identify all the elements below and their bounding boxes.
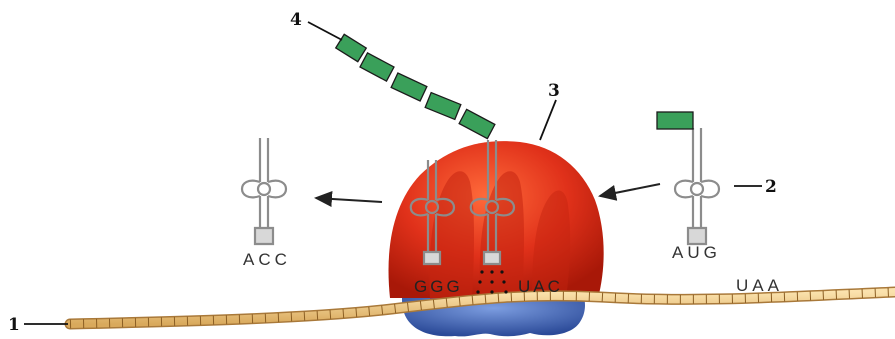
codon-ribosome-left: GGG <box>414 277 463 296</box>
polypeptide-chain <box>336 34 495 138</box>
label-mrna: 1 <box>8 315 20 335</box>
codon-mrna-stop: UAA <box>736 276 783 295</box>
codon-ribosome-right: UAC <box>518 277 563 296</box>
entry-arrow <box>600 184 660 196</box>
label-ribosome: 3 <box>548 81 560 101</box>
incoming-trna <box>675 128 719 244</box>
label-line-4 <box>308 22 342 40</box>
label-incoming-trna: 2 <box>765 177 777 197</box>
label-line-3 <box>540 100 556 140</box>
incoming-amino-acid <box>657 112 693 129</box>
exit-arrow <box>316 198 382 202</box>
anticodon-incoming: AUG <box>672 243 721 262</box>
anticodon-exiting: ACC <box>243 250 291 269</box>
label-polypeptide: 4 <box>290 10 302 30</box>
exiting-trna <box>242 138 286 244</box>
